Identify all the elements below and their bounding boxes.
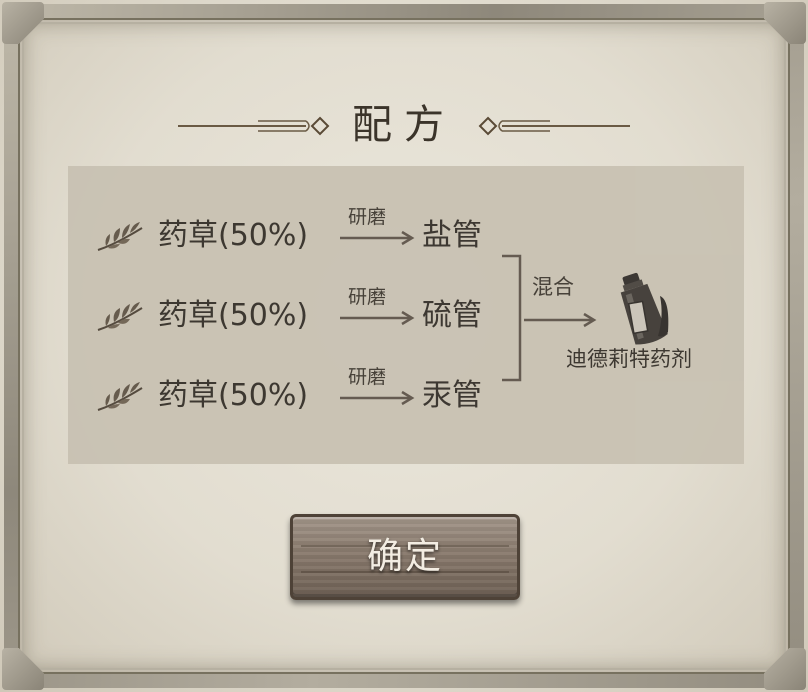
product-label: 汞管 <box>422 378 482 413</box>
combine-label: 混合 <box>532 275 574 299</box>
recipe-step-row: 药草(50%) 研磨 硫管 <box>68 286 744 346</box>
corner-ornament-bottom-left <box>2 648 44 690</box>
result-potion-label: 迪德莉特药剂 <box>566 347 692 371</box>
confirm-button[interactable]: 确定 <box>290 514 520 600</box>
herb-icon <box>97 222 143 251</box>
process-label: 研磨 <box>348 366 387 388</box>
herb-icon <box>97 302 143 331</box>
title-ornament-left-icon <box>178 116 330 136</box>
product-label: 盐管 <box>422 218 482 253</box>
combine-bracket-icon <box>502 254 522 382</box>
herb-icon <box>97 382 143 411</box>
arrow-right-icon <box>340 310 415 326</box>
arrow-right-icon <box>524 312 597 328</box>
arrow-right-icon <box>340 230 415 246</box>
recipe-panel: 药草(50%) 研磨 盐管 药草(50%) 研磨 <box>68 166 744 464</box>
recipe-step-row: 药草(50%) 研磨 汞管 <box>68 366 744 426</box>
ingredient-label: 药草(50%) <box>158 218 309 253</box>
ingredient-label: 药草(50%) <box>158 298 309 333</box>
ingredient-label: 药草(50%) <box>158 378 309 413</box>
recipe-step-row: 药草(50%) 研磨 盐管 <box>68 206 744 266</box>
confirm-button-label: 确定 <box>366 536 443 577</box>
corner-ornament-top-right <box>764 2 806 44</box>
corner-ornament-top-left <box>2 2 44 44</box>
title-ornament-right-icon <box>478 116 630 136</box>
title-bar: 配方 <box>0 90 808 160</box>
page-title: 配方 <box>352 102 456 148</box>
potion-bottle-icon <box>620 272 669 345</box>
product-label: 硫管 <box>422 298 482 333</box>
arrow-right-icon <box>340 390 415 406</box>
corner-ornament-bottom-right <box>764 648 806 690</box>
process-label: 研磨 <box>348 286 387 308</box>
process-label: 研磨 <box>348 206 387 228</box>
